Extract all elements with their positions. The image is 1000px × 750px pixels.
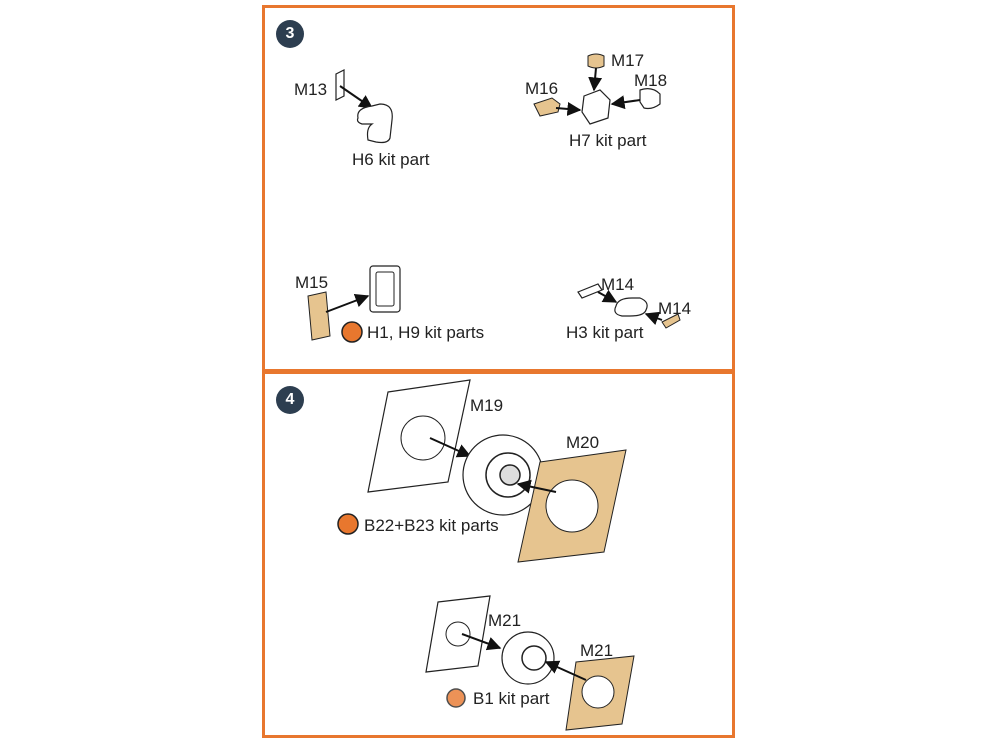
m21-front-hole: [581, 675, 615, 709]
m13-arrow: [339, 85, 374, 109]
step-4-badge: 4: [276, 386, 304, 414]
m19-hole: [400, 415, 446, 461]
m16-part: [533, 97, 561, 117]
m17-part: [587, 53, 605, 69]
b1-label: B1 kit part: [473, 689, 550, 708]
m16-arrow: [555, 101, 582, 116]
m20-hole: [545, 479, 599, 533]
m15-arrow: [325, 293, 370, 313]
m21-front-label: M21: [580, 641, 613, 660]
m21-back-arrow: [461, 633, 502, 651]
h6-label: H6 kit part: [352, 150, 430, 169]
m19-arrow: [429, 437, 472, 458]
h7-label: H7 kit part: [569, 131, 647, 150]
m17-label: M17: [611, 51, 644, 70]
m20-label: M20: [566, 433, 599, 452]
m19-label: M19: [470, 396, 503, 415]
h3-label: H3 kit part: [566, 323, 644, 342]
m14-bottom-part: [661, 313, 681, 329]
m14-bottom-label: M14: [658, 299, 691, 318]
h6-part: [356, 103, 393, 144]
m16-label: M16: [525, 79, 558, 98]
m13-label: M13: [294, 80, 327, 99]
m17-arrow: [588, 67, 603, 92]
m13-part: [335, 69, 345, 101]
h3-part: [614, 297, 648, 317]
step-4-panel: [262, 371, 735, 738]
m15-part: [307, 291, 331, 341]
m18-arrow: [610, 95, 641, 110]
m18-label: M18: [634, 71, 667, 90]
m14-top-label: M14: [601, 275, 634, 294]
wheel-center: [499, 464, 521, 486]
m21-back-hole: [445, 621, 471, 647]
optional-marker-icon: [337, 513, 359, 535]
step-3-badge: 3: [276, 20, 304, 48]
b22-b23-wheel-group: M19 M20 B22+B23 kit parts: [337, 379, 627, 563]
h1-h9-part: [369, 265, 401, 313]
optional-marker-icon: [341, 321, 363, 343]
m20-arrow: [516, 479, 557, 494]
m15-label: M15: [295, 273, 328, 292]
m21-front-arrow: [544, 660, 587, 681]
h7-part: [581, 89, 611, 125]
m18-part: [639, 88, 661, 110]
m13-part-group: M13 H6 kit part: [294, 69, 430, 169]
h1-h9-part-group: M15 H1, H9 kit parts: [295, 265, 484, 343]
h1-h9-label: H1, H9 kit parts: [367, 323, 484, 342]
b1-wheel-group: M21 M21 B1 kit part: [425, 595, 635, 731]
h7-part-group: M16 M17 M18 H7 kit part: [525, 51, 667, 150]
optional-marker-icon: [446, 688, 466, 708]
small-wheel-hub: [521, 645, 547, 671]
m21-back-label: M21: [488, 611, 521, 630]
h3-part-group: M14 M14 H3 kit part: [566, 275, 691, 342]
m14-bottom-arrow: [644, 311, 663, 325]
step-3-panel: [262, 5, 735, 372]
m14-top-arrow: [597, 289, 618, 303]
h1-h9-part-inner: [375, 271, 395, 307]
m14-top-part: [577, 283, 603, 299]
b22-b23-label: B22+B23 kit parts: [364, 516, 499, 535]
